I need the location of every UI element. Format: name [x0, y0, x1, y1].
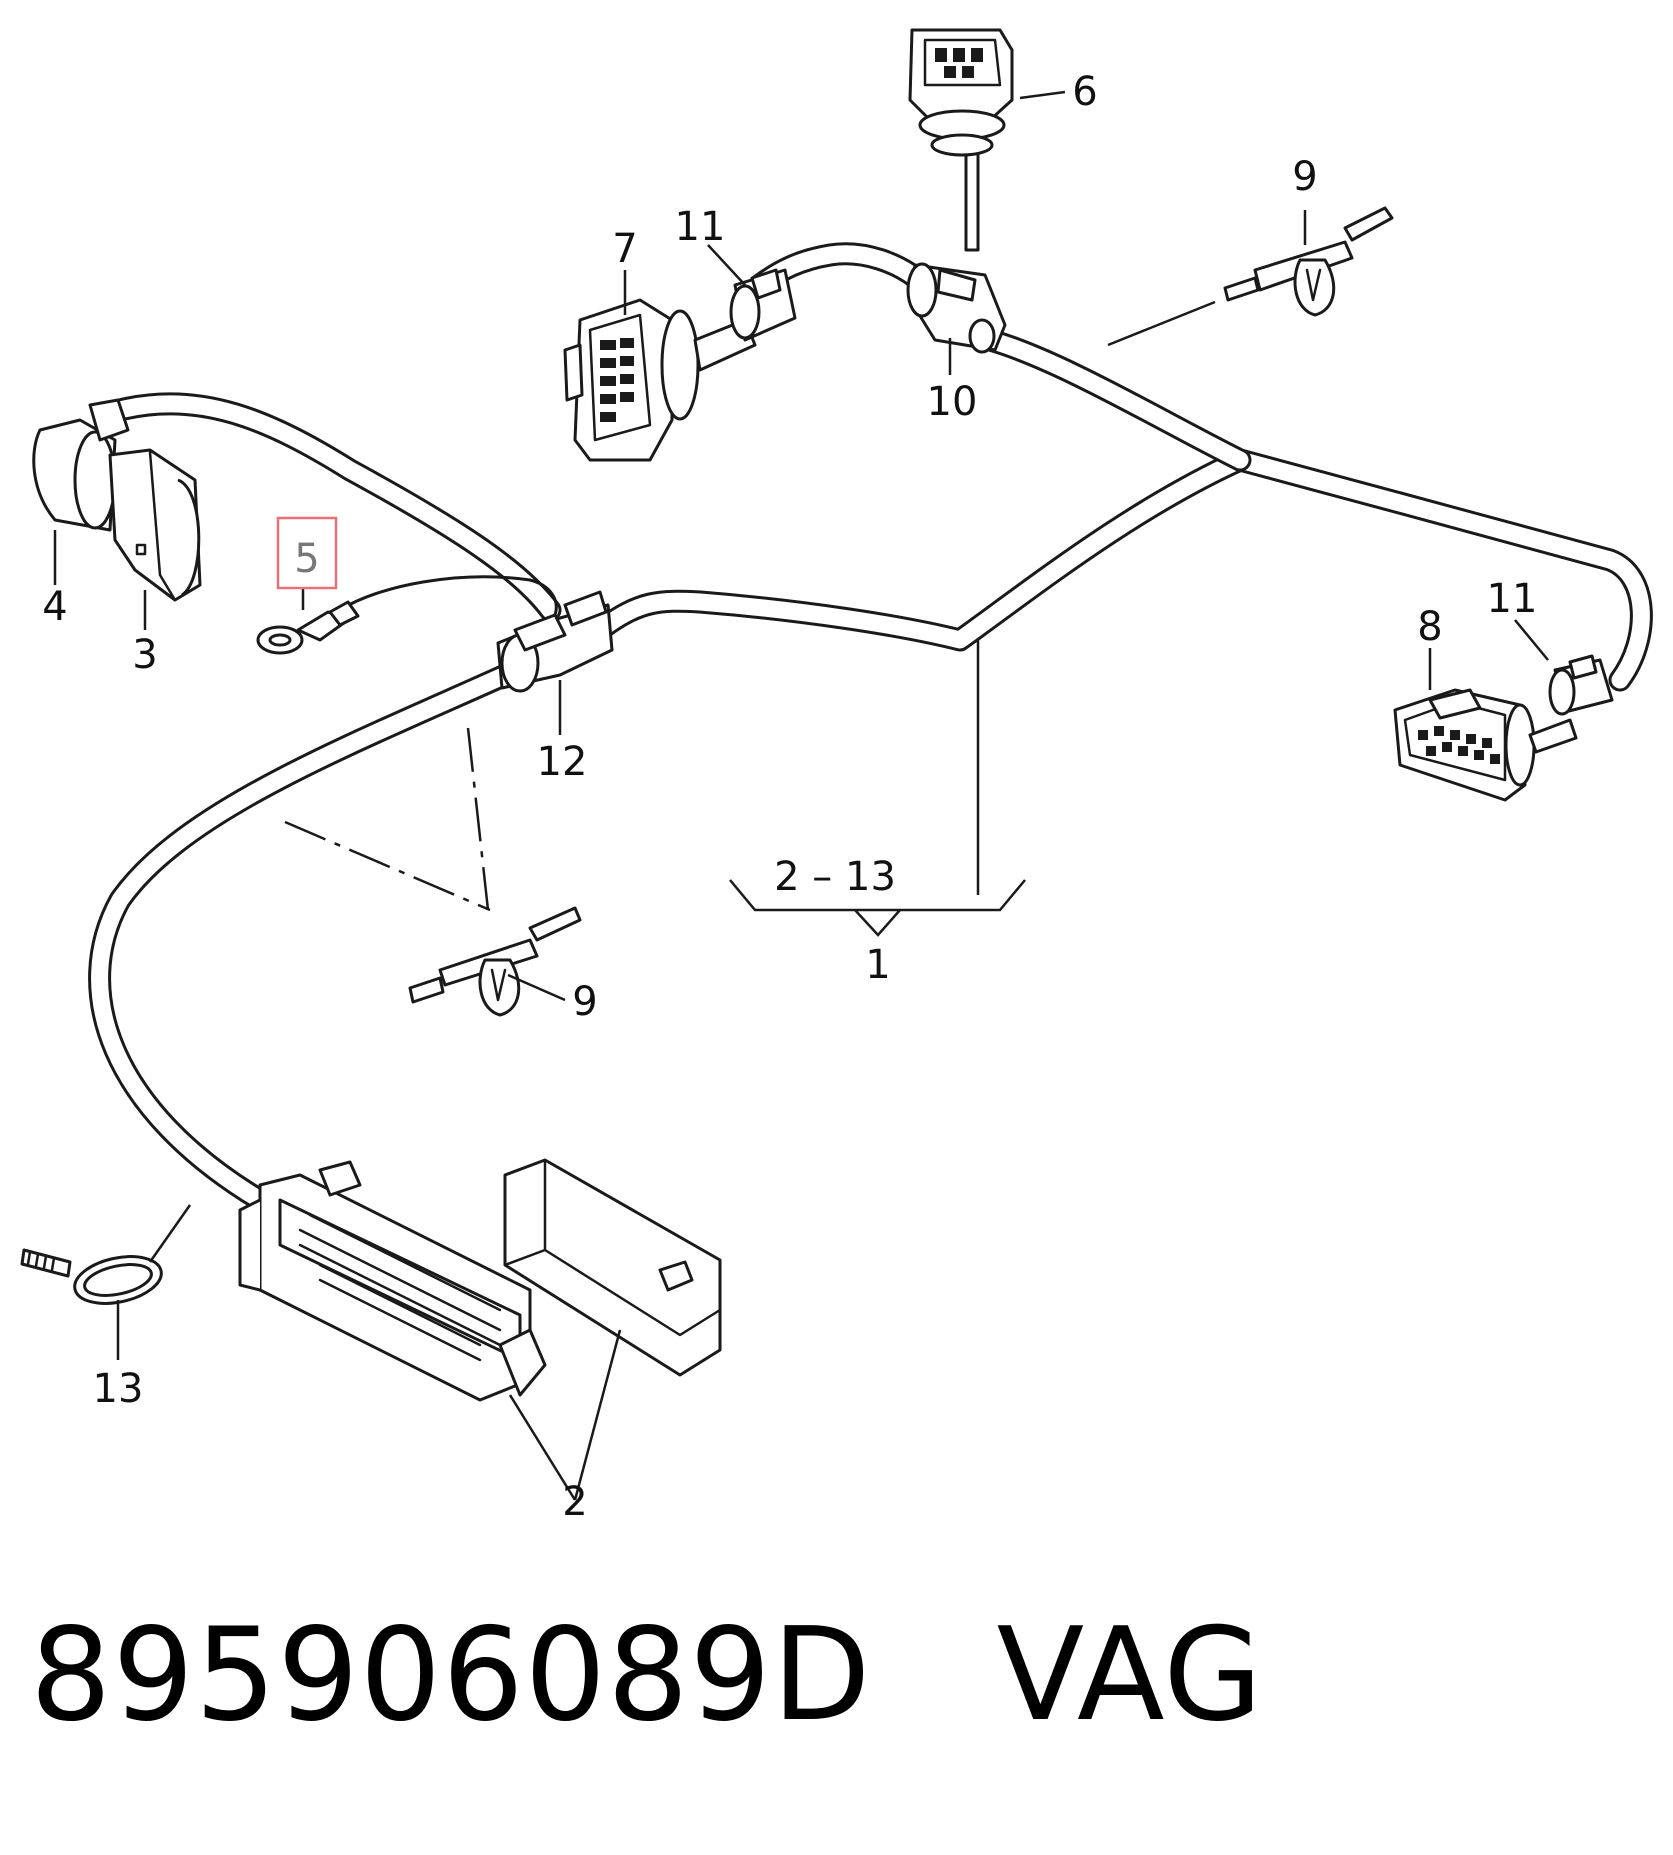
callout-9-lower: 9 — [572, 979, 597, 1025]
callout-2-13: 2 – 13 — [774, 854, 896, 900]
callout-10: 10 — [927, 379, 978, 425]
callout-4: 4 — [42, 584, 67, 630]
callout-11-top: 11 — [675, 204, 726, 250]
connector-3 — [108, 448, 202, 602]
callout-12: 12 — [537, 739, 588, 785]
leader-lines — [53, 90, 1549, 1501]
harness-wires — [88, 242, 1653, 1212]
ecu-connector — [238, 1160, 547, 1402]
clip-11-right — [1548, 654, 1614, 716]
clip-10 — [906, 123, 1007, 354]
callout-2: 2 — [562, 1479, 587, 1525]
callout-1: 1 — [865, 942, 890, 988]
connector-6 — [908, 28, 1014, 157]
clip-11-top — [729, 268, 797, 342]
callout-5: 5 — [294, 536, 319, 582]
clip-12 — [496, 590, 614, 693]
clip-9-lower — [408, 906, 582, 1017]
ring-terminal-5 — [256, 575, 558, 655]
clip-9-right — [1223, 206, 1394, 317]
callout-8: 8 — [1417, 604, 1442, 650]
part-number-caption: 895906089D VAG — [30, 1601, 1264, 1750]
callout-3: 3 — [132, 632, 157, 678]
callout-5-highlight-box — [276, 516, 338, 590]
cable-tie — [20, 1248, 163, 1305]
ecu-connector-cover — [503, 1158, 722, 1377]
callout-11-right: 11 — [1487, 576, 1538, 622]
callouts: 1 2 2 – 13 3 4 5 6 7 8 9 9 10 11 11 12 1… — [42, 69, 1537, 1525]
callout-6: 6 — [1072, 69, 1097, 115]
connector-8 — [1393, 688, 1578, 802]
callout-7: 7 — [612, 226, 637, 272]
connector-4 — [32, 398, 130, 532]
callout-9-right: 9 — [1292, 154, 1317, 200]
callout-13: 13 — [93, 1366, 144, 1412]
connector-7 — [563, 298, 757, 462]
